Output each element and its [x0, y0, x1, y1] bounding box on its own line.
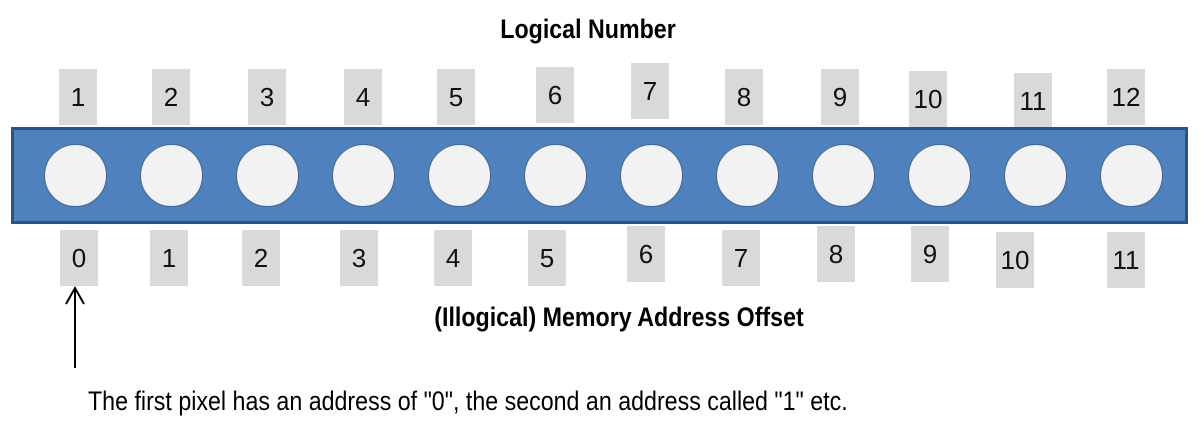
- logical-number-label: 3: [248, 69, 286, 125]
- memory-offset-label: 7: [722, 230, 760, 286]
- logical-number-label: 8: [725, 69, 763, 125]
- memory-offset-label: 0: [60, 230, 98, 286]
- logical-number-label: 4: [344, 69, 382, 125]
- memory-offset-label: 10: [996, 232, 1034, 288]
- up-arrow-icon: [65, 285, 85, 368]
- memory-offset-label: 8: [817, 226, 855, 282]
- pixel-circle: [524, 144, 587, 207]
- memory-offset-label: 9: [911, 226, 949, 282]
- memory-offset-label: 5: [528, 230, 566, 286]
- pixel-circle: [332, 144, 395, 207]
- memory-offset-label: 1: [150, 230, 188, 286]
- explanation-caption: The first pixel has an address of "0", t…: [88, 386, 848, 416]
- pixel-circle: [1100, 144, 1163, 207]
- pixel-circle: [812, 144, 875, 207]
- logical-number-label: 1: [59, 69, 97, 125]
- logical-number-label: 12: [1107, 69, 1145, 125]
- logical-number-label: 10: [909, 71, 947, 127]
- memory-offset-label: 2: [242, 230, 280, 286]
- pixel-strip: [11, 127, 1188, 224]
- logical-number-label: 2: [152, 69, 190, 125]
- memory-offset-label: 3: [340, 230, 378, 286]
- logical-number-label: 6: [536, 67, 574, 123]
- pixel-circle: [1004, 144, 1067, 207]
- pixel-circle: [908, 144, 971, 207]
- memory-offset-label: 11: [1107, 232, 1145, 288]
- logical-number-label: 7: [631, 63, 669, 119]
- pixel-circle: [140, 144, 203, 207]
- logical-number-label: 5: [437, 69, 475, 125]
- memory-offset-label: 4: [434, 230, 472, 286]
- pixel-circle: [428, 144, 491, 207]
- memory-offset-subtitle: (Illogical) Memory Address Offset: [434, 302, 804, 332]
- pixel-circle: [44, 144, 107, 207]
- pixel-circle: [716, 144, 779, 207]
- memory-offset-label: 6: [627, 226, 665, 282]
- logical-number-label: 11: [1014, 73, 1052, 129]
- pixel-circle: [236, 144, 299, 207]
- diagram-title: Logical Number: [500, 14, 676, 44]
- logical-number-label: 9: [821, 69, 859, 125]
- pixel-circle: [620, 144, 683, 207]
